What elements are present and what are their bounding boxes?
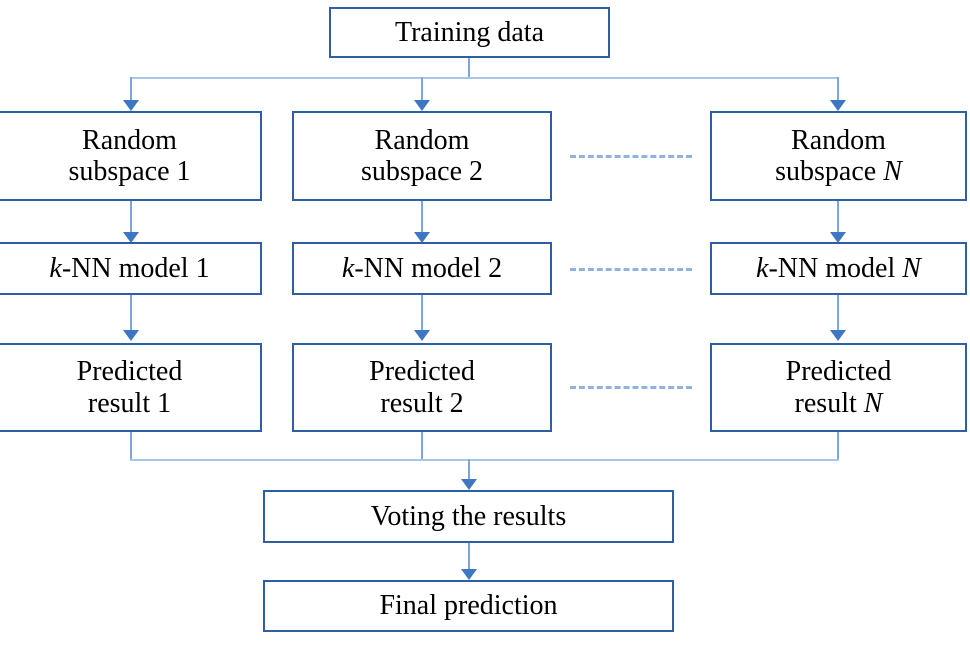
node-model-1[interactable]: k-NN model 1 [0,242,262,295]
node-result-n-index: N [863,387,883,419]
arrow-to-model-1 [123,232,139,243]
connector-voting-to-final [468,543,470,574]
connector-modeln-to-resultn [837,295,839,333]
connector-resultn-down [837,432,839,460]
node-subspace-2-line1: Random [374,124,470,156]
node-subspace-2-index: 2 [469,156,484,187]
node-result-2-label: Predicted result 2 [294,356,550,419]
node-model-2-rest: -NN model [354,252,489,284]
node-result-1-label: Predicted result 1 [0,356,260,419]
node-model-n-rest: -NN model [768,252,903,284]
node-voting[interactable]: Voting the results [263,490,674,543]
node-model-n-label: k-NN model N [712,253,965,284]
node-subspace-n-line2-prefix: subspace [775,156,884,187]
connector-result2-down [421,432,423,460]
node-subspace-n[interactable]: Random subspace N [710,111,967,201]
node-result-2-line1: Predicted [369,356,475,388]
node-model-1-index: 1 [195,252,210,284]
ellipsis-subspace-row [570,155,692,158]
node-subspace-1-index: 1 [176,156,191,187]
connector-top-bus [131,77,839,79]
connector-bus-to-voting [468,459,470,485]
node-model-1-k: k [49,252,62,284]
node-subspace-2-label: Random subspace 2 [294,125,550,188]
connector-subspace1-to-model1 [130,201,132,237]
connector-subspacen-to-modeln [837,201,839,237]
node-model-n-index: N [902,252,921,284]
connector-model1-to-result1 [130,295,132,333]
connector-result1-down [130,432,132,460]
node-model-1-label: k-NN model 1 [0,253,260,284]
connector-drop-col3 [837,77,839,104]
ellipsis-model-row [570,268,692,271]
node-subspace-1[interactable]: Random subspace 1 [0,111,262,201]
node-model-2-k: k [341,252,355,284]
arrow-to-subspace-n [830,100,846,111]
node-final-prediction-label: Final prediction [379,590,558,622]
node-result-n-line1: Predicted [785,356,892,388]
node-subspace-1-line1: Random [82,124,177,156]
node-model-2-index: 2 [488,252,503,284]
arrow-to-voting [461,479,477,490]
node-model-n-k: k [756,252,769,284]
node-subspace-1-line2-prefix: subspace [68,156,177,187]
arrow-to-model-n [830,232,846,243]
connector-bottom-bus [130,459,839,461]
node-training-data-label: Training data [394,16,545,48]
node-model-2[interactable]: k-NN model 2 [292,242,552,295]
node-final-prediction[interactable]: Final prediction [263,580,674,632]
arrow-to-model-2 [414,232,430,243]
arrow-to-result-n [830,330,846,341]
node-result-2[interactable]: Predicted result 2 [292,343,552,432]
node-subspace-1-label: Random subspace 1 [0,125,260,188]
arrow-to-subspace-2 [414,100,430,111]
connector-drop-col1 [130,77,132,104]
node-subspace-n-index: N [883,156,902,187]
connector-subspace2-to-model2 [421,201,423,237]
node-result-1-line2-prefix: result [87,387,158,419]
arrow-to-result-1 [123,330,139,341]
node-voting-label: Voting the results [370,500,567,532]
connector-drop-col2 [421,77,423,104]
node-subspace-n-line1: Random [791,124,886,156]
node-result-1-index: 1 [157,387,172,419]
node-subspace-n-label: Random subspace N [712,125,965,188]
connector-training-trunk [468,58,470,79]
node-result-n-label: Predicted result N [712,356,965,419]
ellipsis-result-row [570,386,692,389]
node-result-2-index: 2 [449,387,464,419]
arrow-to-final [461,569,477,580]
node-training-data[interactable]: Training data [329,7,610,58]
node-result-1-line1: Predicted [76,356,183,388]
node-result-n[interactable]: Predicted result N [710,343,967,432]
node-model-2-label: k-NN model 2 [294,253,550,284]
node-result-2-line2-prefix: result [380,387,450,419]
node-model-1-rest: -NN model [61,252,196,284]
node-result-1[interactable]: Predicted result 1 [0,343,262,432]
node-subspace-2[interactable]: Random subspace 2 [292,111,552,201]
connector-model2-to-result2 [421,295,423,333]
node-model-n[interactable]: k-NN model N [710,242,967,295]
arrow-to-subspace-1 [123,100,139,111]
arrow-to-result-2 [414,330,430,341]
node-subspace-2-line2-prefix: subspace [360,156,470,187]
node-result-n-line2-prefix: result [794,387,864,419]
